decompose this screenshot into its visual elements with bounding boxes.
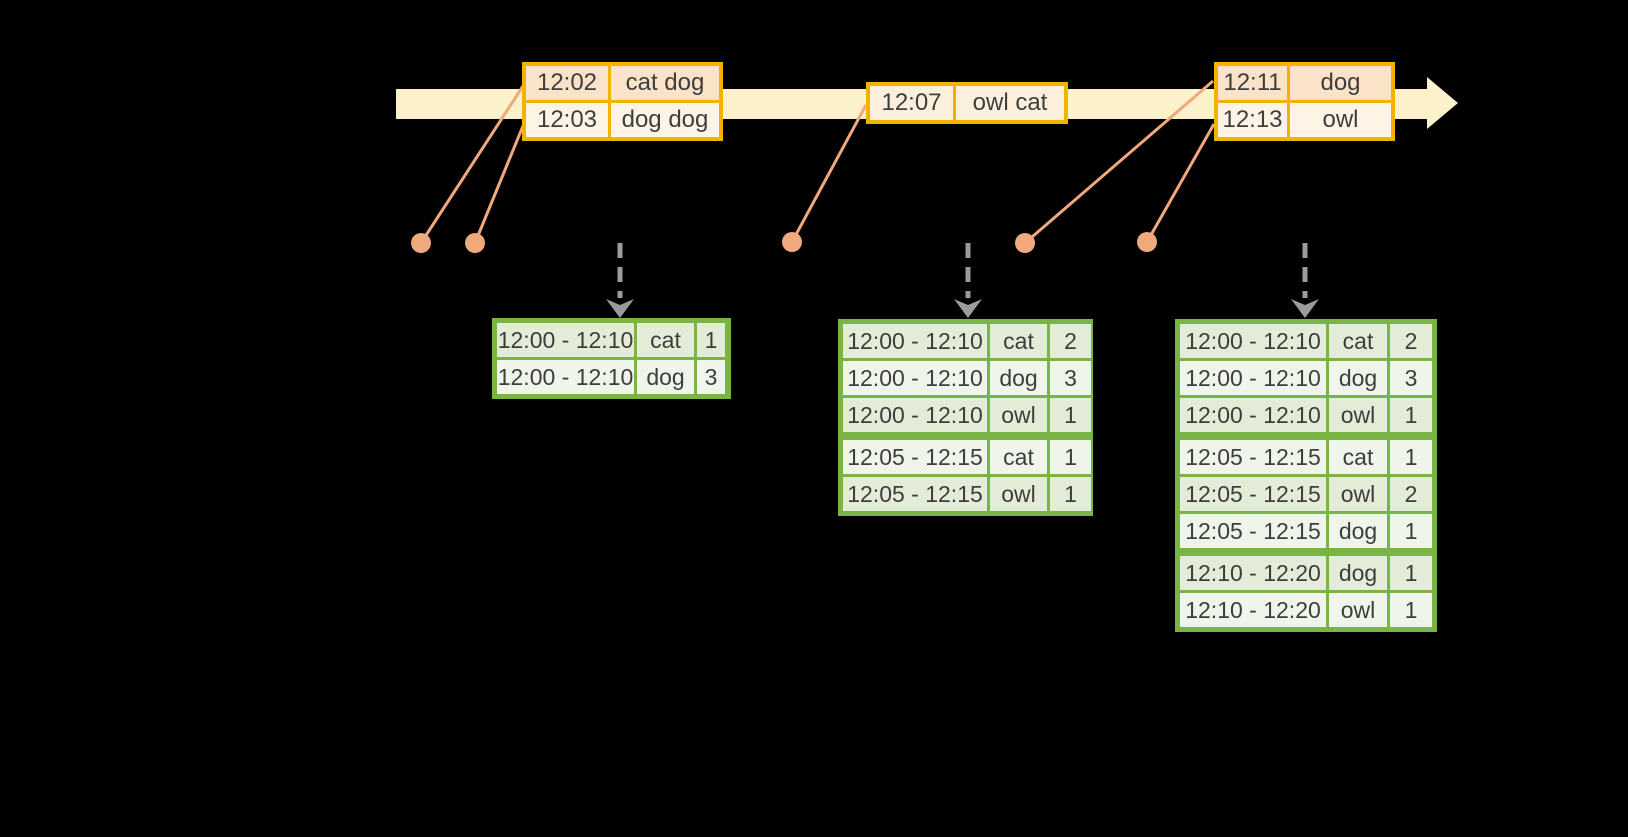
dashed-arrow-icon xyxy=(1291,243,1319,318)
words-cell: owl cat xyxy=(956,86,1064,120)
window-cell: 12:05 - 12:15 xyxy=(1180,514,1326,548)
word-cell: dog xyxy=(637,360,694,394)
word-cell: owl xyxy=(1329,477,1387,511)
time-cell: 12:11 xyxy=(1218,66,1287,100)
event-dot xyxy=(411,233,431,253)
window-cell: 12:00 - 12:10 xyxy=(1180,398,1326,432)
window-cell: 12:00 - 12:10 xyxy=(1180,324,1326,358)
count-cell: 1 xyxy=(1050,477,1091,511)
word-cell: cat xyxy=(1329,440,1387,474)
words-cell: dog dog xyxy=(611,103,719,137)
count-cell: 2 xyxy=(1390,324,1432,358)
word-cell: owl xyxy=(990,398,1047,432)
words-cell: cat dog xyxy=(611,66,719,100)
count-cell: 3 xyxy=(697,360,725,394)
event-dot xyxy=(465,233,485,253)
connector-line xyxy=(419,85,525,244)
word-cell: owl xyxy=(990,477,1047,511)
count-cell: 2 xyxy=(1050,324,1091,358)
count-cell: 1 xyxy=(697,323,725,357)
count-cell: 1 xyxy=(1050,398,1091,432)
word-cell: cat xyxy=(990,324,1047,358)
word-cell: dog xyxy=(1329,556,1387,590)
word-cell: dog xyxy=(1329,361,1387,395)
timeline-arrow-icon xyxy=(1427,77,1458,129)
word-cell: owl xyxy=(1329,398,1387,432)
window-cell: 12:05 - 12:15 xyxy=(843,477,987,511)
word-cell: dog xyxy=(1329,514,1387,548)
window-cell: 12:00 - 12:10 xyxy=(1180,361,1326,395)
event-dot xyxy=(1015,233,1035,253)
window-cell: 12:00 - 12:10 xyxy=(497,360,634,394)
time-cell: 12:03 xyxy=(526,103,608,137)
window-cell: 12:05 - 12:15 xyxy=(1180,440,1326,474)
connector-line xyxy=(1145,123,1216,243)
time-cell: 12:02 xyxy=(526,66,608,100)
event-dot xyxy=(782,232,802,252)
window-cell: 12:10 - 12:20 xyxy=(1180,556,1326,590)
window-cell: 12:00 - 12:10 xyxy=(843,324,987,358)
window-cell: 12:05 - 12:15 xyxy=(1180,477,1326,511)
window-cell: 12:00 - 12:10 xyxy=(497,323,634,357)
count-cell: 3 xyxy=(1390,361,1432,395)
window-cell: 12:00 - 12:10 xyxy=(843,398,987,432)
count-cell: 2 xyxy=(1390,477,1432,511)
count-cell: 1 xyxy=(1050,440,1091,474)
window-cell: 12:00 - 12:10 xyxy=(843,361,987,395)
event-dot xyxy=(1137,232,1157,252)
count-cell: 3 xyxy=(1050,361,1091,395)
count-cell: 1 xyxy=(1390,593,1432,627)
words-cell: owl xyxy=(1290,103,1391,137)
dashed-arrow-icon xyxy=(954,243,982,318)
word-cell: owl xyxy=(1329,593,1387,627)
count-cell: 1 xyxy=(1390,556,1432,590)
word-cell: cat xyxy=(990,440,1047,474)
word-cell: cat xyxy=(637,323,694,357)
time-cell: 12:13 xyxy=(1218,103,1287,137)
window-cell: 12:10 - 12:20 xyxy=(1180,593,1326,627)
words-cell: dog xyxy=(1290,66,1391,100)
window-cell: 12:05 - 12:15 xyxy=(843,440,987,474)
connector-line xyxy=(790,104,868,243)
word-cell: cat xyxy=(1329,324,1387,358)
count-cell: 1 xyxy=(1390,514,1432,548)
connector-line xyxy=(473,125,525,244)
time-cell: 12:07 xyxy=(870,86,953,120)
dashed-arrow-icon xyxy=(606,243,634,318)
count-cell: 1 xyxy=(1390,440,1432,474)
count-cell: 1 xyxy=(1390,398,1432,432)
word-cell: dog xyxy=(990,361,1047,395)
